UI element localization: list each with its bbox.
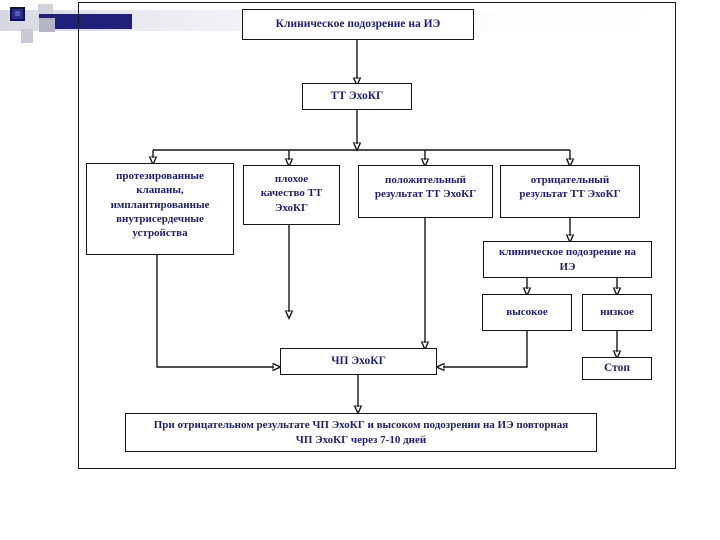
node-clinical-suspicion-title: Клиническое подозрение на ИЭ bbox=[242, 9, 474, 40]
deco-square-inner bbox=[15, 11, 20, 16]
node-negative-result: отрицательный результат ТТ ЭхоКГ bbox=[500, 165, 640, 218]
deco-bar bbox=[39, 14, 132, 29]
node-positive-result: положительный результат ТТ ЭхоКГ bbox=[358, 165, 493, 218]
node-prosthetic-valves: протезированные клапаны, имплантированны… bbox=[86, 163, 234, 255]
node-low: низкое bbox=[582, 294, 652, 331]
node-high: высокое bbox=[482, 294, 572, 331]
node-clinical-suspicion: клиническое подозрение на ИЭ bbox=[483, 241, 652, 278]
node-repeat-note: При отрицательном результате ЧП ЭхоКГ и … bbox=[125, 413, 597, 452]
deco-square bbox=[10, 7, 25, 21]
deco-square bbox=[39, 18, 55, 32]
node-poor-quality: плохое качество ТТ ЭхоКГ bbox=[243, 165, 340, 225]
node-tee-echo: ЧП ЭхоКГ bbox=[280, 348, 437, 375]
node-stop: Стоп bbox=[582, 357, 652, 380]
deco-square bbox=[21, 29, 33, 43]
node-tt-echo: ТТ ЭхоКГ bbox=[302, 83, 412, 110]
diagram-frame bbox=[78, 2, 676, 469]
